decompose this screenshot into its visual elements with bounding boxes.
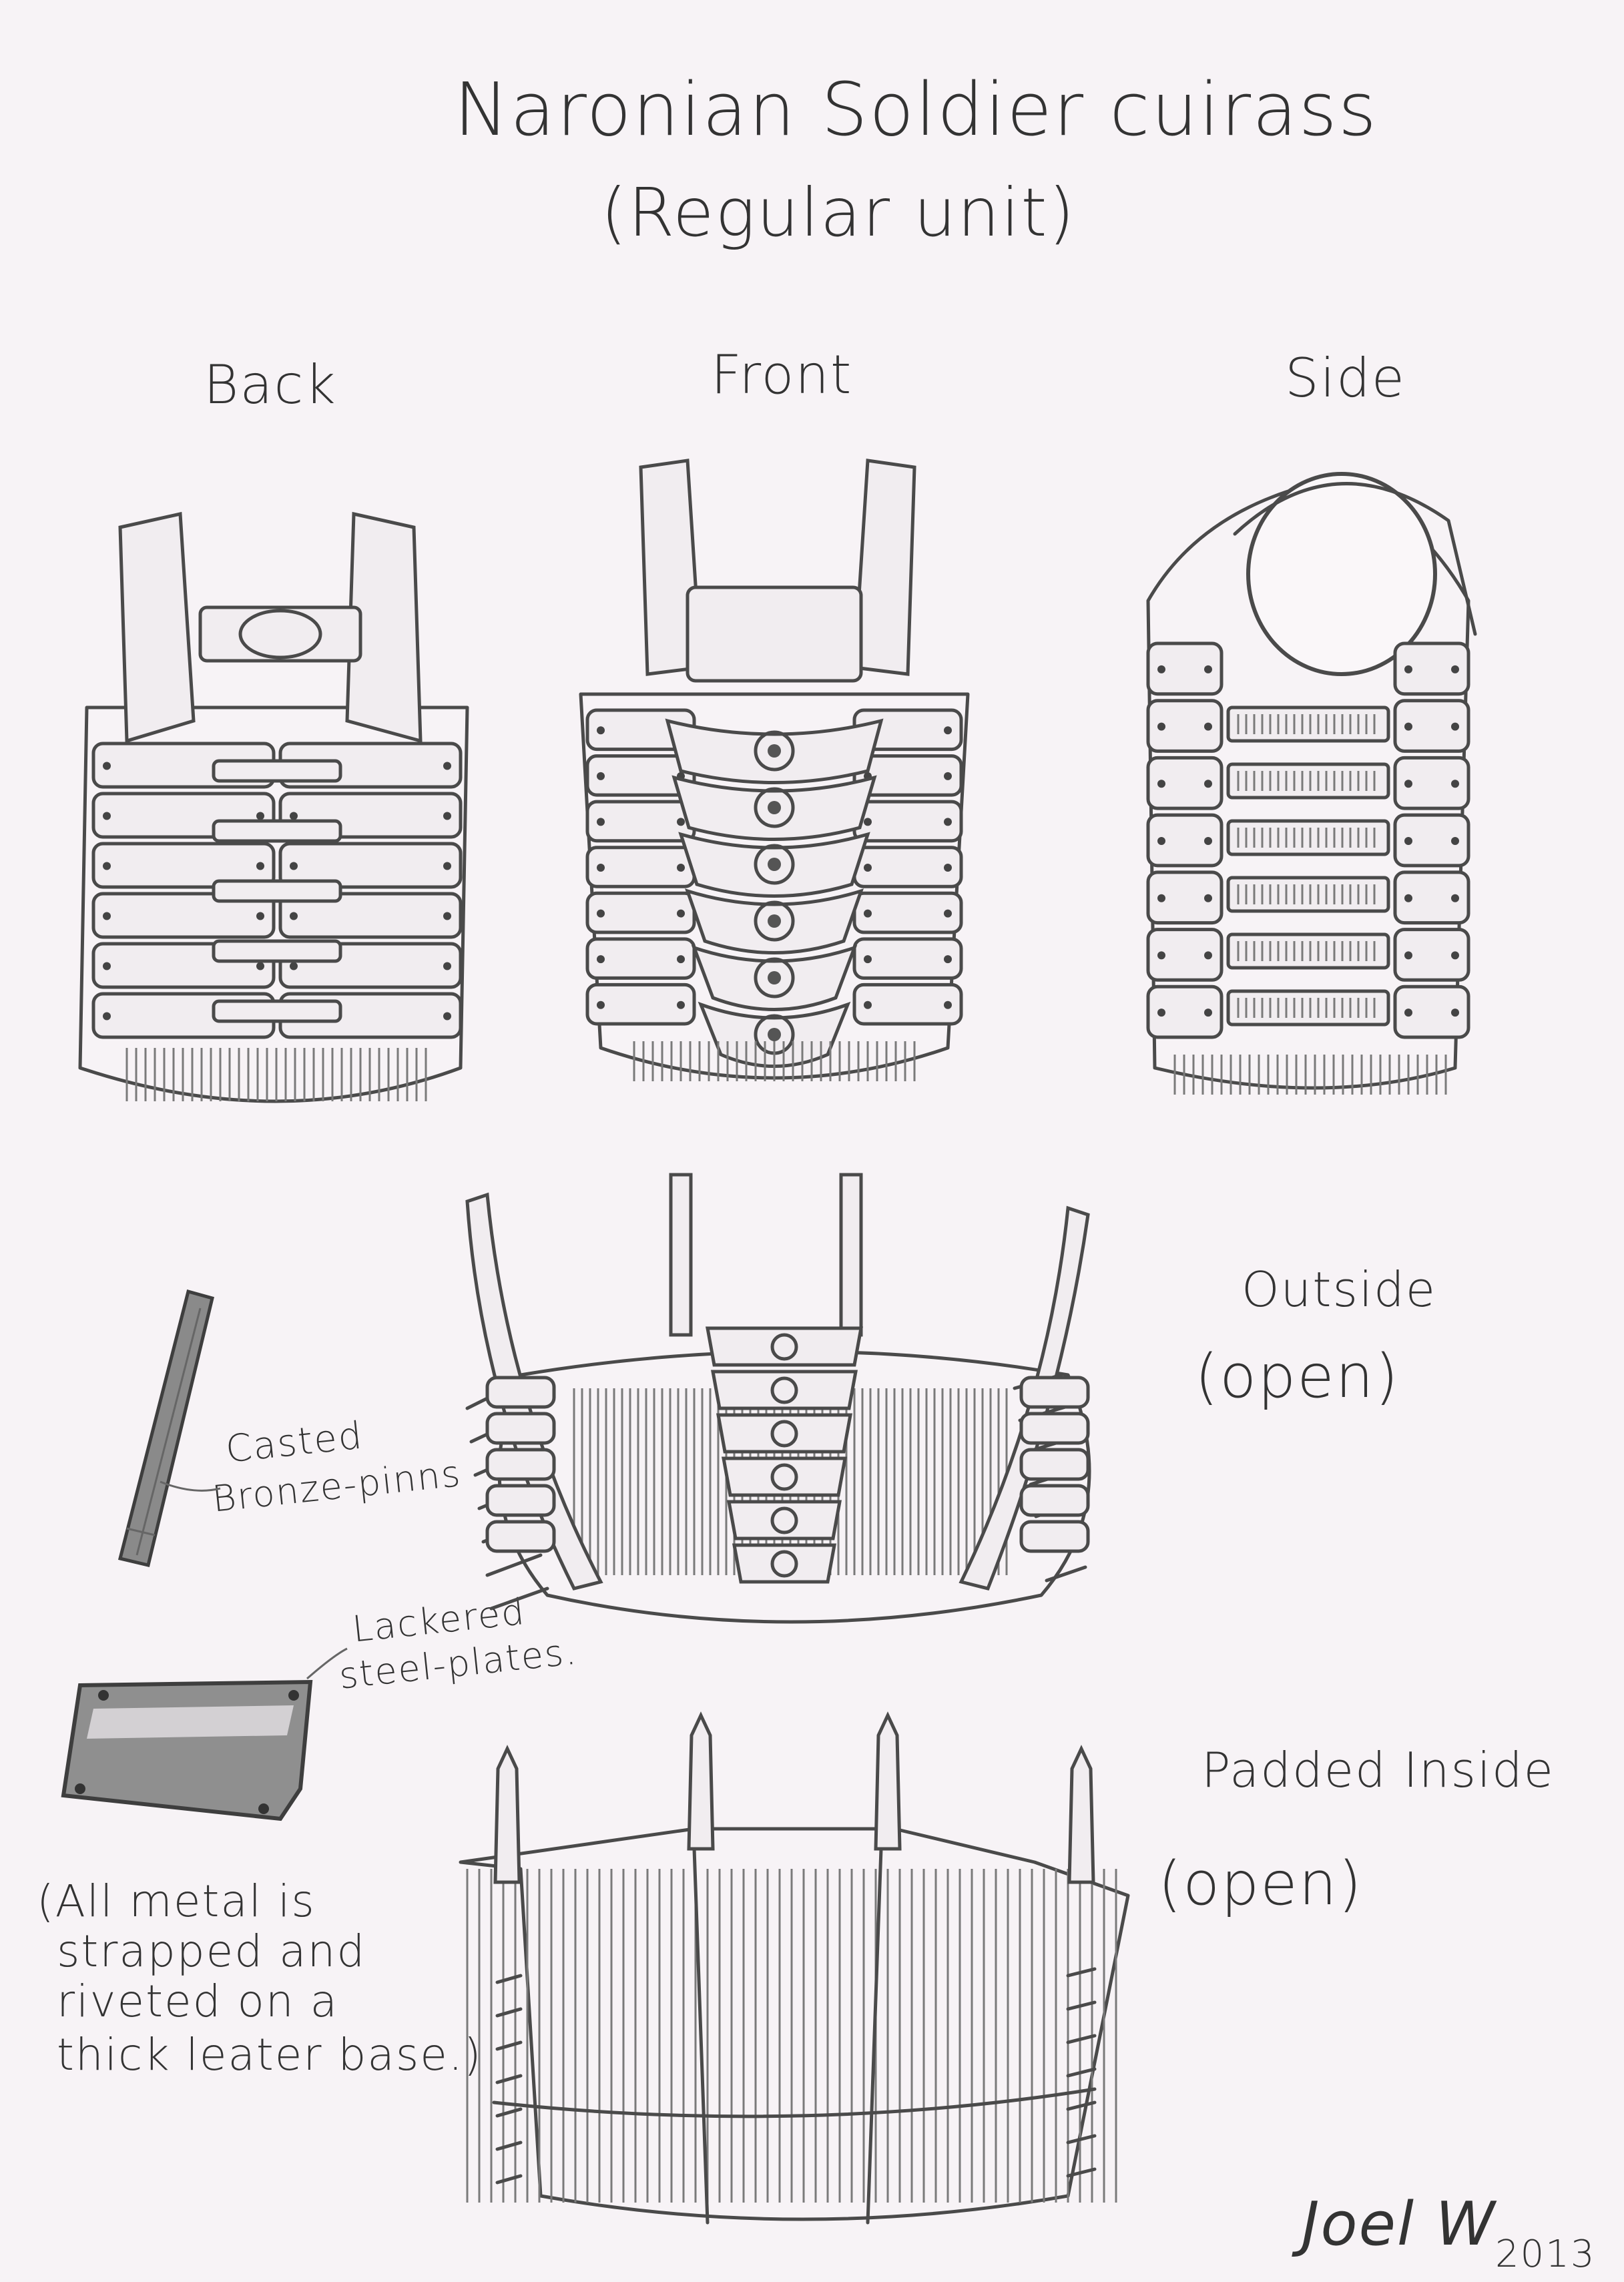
cuirass-side-view xyxy=(1146,472,1477,1095)
cuirass-back-view xyxy=(78,511,469,1103)
bronze-pin-drawing xyxy=(117,1289,221,1568)
page-title: Naronian Soldier cuirass xyxy=(454,67,1378,152)
note-line4: thick leater base.) xyxy=(57,2029,483,2080)
cuirass-front-view xyxy=(579,459,970,1081)
note-line3: riveted on a xyxy=(57,1976,339,2027)
inside-open-label: (open) xyxy=(1158,1849,1363,1919)
view-label-front: Front xyxy=(711,344,853,406)
cuirass-padded-inside-open xyxy=(459,1711,1130,2225)
note-line1: (All metal is xyxy=(37,1876,316,1927)
inside-label: Padded Inside xyxy=(1201,1742,1555,1798)
view-label-side: Side xyxy=(1285,347,1406,409)
view-label-back: Back xyxy=(204,354,337,416)
note-line2: strapped and xyxy=(57,1926,366,1977)
page-subtitle: (Regular unit) xyxy=(601,174,1076,252)
outside-open-label: (open) xyxy=(1195,1342,1400,1412)
signature-name: Joel W xyxy=(1302,2189,1497,2259)
cuirass-outside-open xyxy=(465,1173,1091,1624)
outside-label: Outside xyxy=(1242,1261,1437,1318)
signature-year: 2013 xyxy=(1495,2233,1596,2276)
steel-plate-drawing xyxy=(61,1647,348,1821)
